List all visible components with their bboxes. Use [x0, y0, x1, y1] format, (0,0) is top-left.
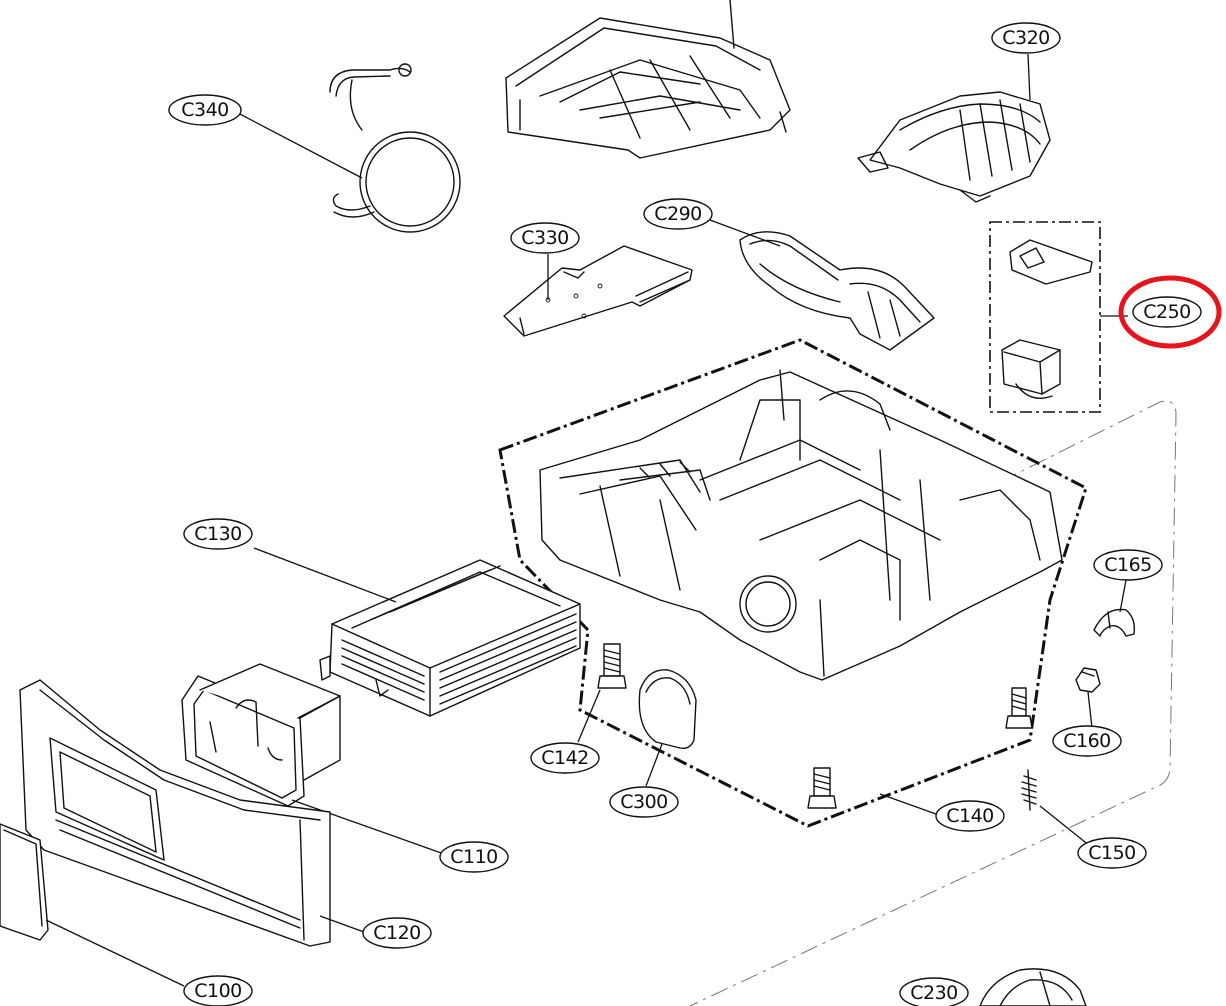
- hose-part: [329, 63, 461, 233]
- cabinet-outline: [689, 400, 1177, 1006]
- svg-text:C150: C150: [1088, 842, 1136, 864]
- c250-highlight-ring: [1118, 275, 1222, 349]
- base-frame-part: [498, 338, 1088, 828]
- label-c160: C160: [1052, 725, 1122, 757]
- leveling-bolt-part: [577, 643, 627, 743]
- svg-text:C250: C250: [1143, 301, 1191, 323]
- label-c320: C320: [991, 22, 1061, 54]
- label-c300: C300: [609, 786, 679, 818]
- label-c290: C290: [643, 198, 713, 230]
- duct-frame-part: [181, 663, 445, 855]
- svg-text:C120: C120: [373, 922, 421, 944]
- nut-part: [1075, 667, 1101, 729]
- label-c150: C150: [1077, 837, 1147, 869]
- heater-box-part: [253, 547, 581, 717]
- svg-text:C165: C165: [1104, 554, 1152, 576]
- label-c165: C165: [1093, 549, 1163, 581]
- label-c142: C142: [530, 742, 600, 774]
- drum-part: [979, 968, 1087, 1006]
- leveling-bolt-part: [1005, 687, 1033, 729]
- gasket-part: [638, 669, 697, 787]
- label-c250: C250: [1132, 296, 1202, 328]
- svg-text:C110: C110: [450, 846, 498, 868]
- svg-text:C330: C330: [521, 227, 569, 249]
- bracket-plate-part: [503, 245, 693, 337]
- svg-text:C340: C340: [181, 99, 229, 121]
- label-c340: C340: [168, 94, 242, 126]
- svg-text:C130: C130: [194, 523, 242, 545]
- door-panel-part: [0, 823, 185, 987]
- spring-part: [1021, 769, 1091, 847]
- label-c230: C230: [899, 977, 969, 1006]
- label-c130: C130: [183, 518, 253, 550]
- label-c110: C110: [439, 841, 509, 873]
- svg-text:C230: C230: [910, 982, 958, 1004]
- svg-text:C320: C320: [1002, 27, 1050, 49]
- duct-cover-part: [857, 91, 1051, 203]
- svg-text:C160: C160: [1063, 730, 1111, 752]
- sensor-assembly-part: [989, 221, 1128, 413]
- label-c100: C100: [183, 975, 253, 1006]
- top-cover-part: [505, 0, 791, 159]
- svg-text:C300: C300: [620, 791, 668, 813]
- svg-text:C142: C142: [541, 747, 589, 769]
- air-duct-part: [739, 231, 935, 351]
- clip-part: [1093, 579, 1136, 637]
- label-c120: C120: [362, 917, 432, 949]
- label-c140: C140: [935, 800, 1005, 832]
- leveling-bolt-part: [807, 767, 837, 809]
- svg-text:C140: C140: [946, 805, 994, 827]
- svg-text:C290: C290: [654, 203, 702, 225]
- label-c330: C330: [510, 222, 580, 254]
- svg-text:C100: C100: [194, 980, 242, 1002]
